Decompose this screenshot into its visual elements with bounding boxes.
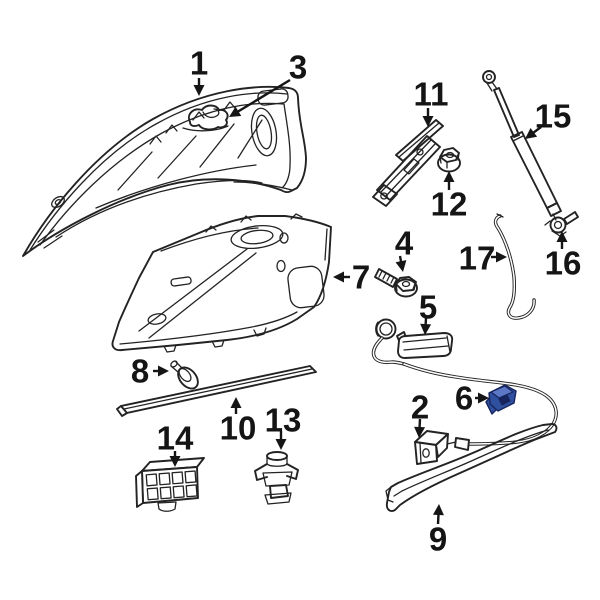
part-6-label: 6 (455, 380, 473, 417)
part-9-arrowhead (432, 504, 444, 516)
retainer-block-drawing (135, 457, 205, 512)
lift-support-drawing (482, 70, 562, 221)
part-15-label: 15 (535, 98, 572, 135)
part-14-arrowhead (169, 456, 181, 467)
hinge-bracket-drawing (372, 119, 444, 207)
prop-rod-drawing (493, 213, 536, 320)
part-3-label: 3 (289, 49, 307, 86)
part-1-arrowhead (193, 85, 205, 96)
part-6-arrowhead (478, 392, 489, 404)
part-14-label: 14 (157, 420, 194, 457)
part-2-label: 2 (411, 389, 429, 426)
part-8-arrowhead (158, 365, 169, 377)
part-16-arrowhead (556, 231, 568, 242)
release-cable-drawing (371, 318, 558, 451)
part-15-arrowhead (525, 128, 538, 139)
part-16-label: 16 (545, 245, 582, 282)
part-13-arrowhead (275, 439, 287, 450)
cable-bracket-drawing (414, 430, 449, 465)
part-3-arrow (235, 78, 291, 114)
flange-nut-drawing (437, 147, 461, 173)
hood-hinge-latch-drawing (182, 104, 229, 132)
insulation-clip-drawing (170, 360, 199, 390)
bolt-drawing (374, 268, 418, 298)
part-5-arrowhead (420, 323, 432, 335)
insulation-pad-drawing (111, 213, 332, 353)
part-2-arrowhead (414, 426, 426, 438)
part-11-arrowhead (422, 116, 434, 127)
part-17-label: 17 (459, 240, 496, 277)
part-13-label: 13 (265, 402, 302, 439)
grommet-clip-drawing (254, 451, 299, 505)
hood-panel-drawing (22, 85, 307, 257)
part-12-label: 12 (431, 186, 468, 223)
part-4-arrowhead (395, 260, 407, 272)
part-7-arrowhead (333, 271, 344, 283)
part-9-label: 9 (429, 521, 447, 558)
part-5-label: 5 (419, 289, 437, 326)
part-10-label: 10 (220, 410, 257, 447)
part-10-arrowhead (230, 397, 242, 408)
part-12-arrowhead (443, 171, 455, 182)
cable-clip-highlighted-drawing (485, 384, 517, 415)
part-11-label: 11 (414, 76, 449, 113)
part-8-label: 8 (131, 353, 149, 390)
part-3-arrowhead (229, 106, 242, 117)
part-7-label: 7 (352, 259, 370, 296)
part-4-label: 4 (395, 225, 414, 262)
part-17-arrowhead (496, 251, 507, 263)
hood-seal-bar-drawing (116, 365, 317, 417)
part-1-label: 1 (190, 45, 208, 82)
seal-strip-drawing (385, 423, 558, 512)
